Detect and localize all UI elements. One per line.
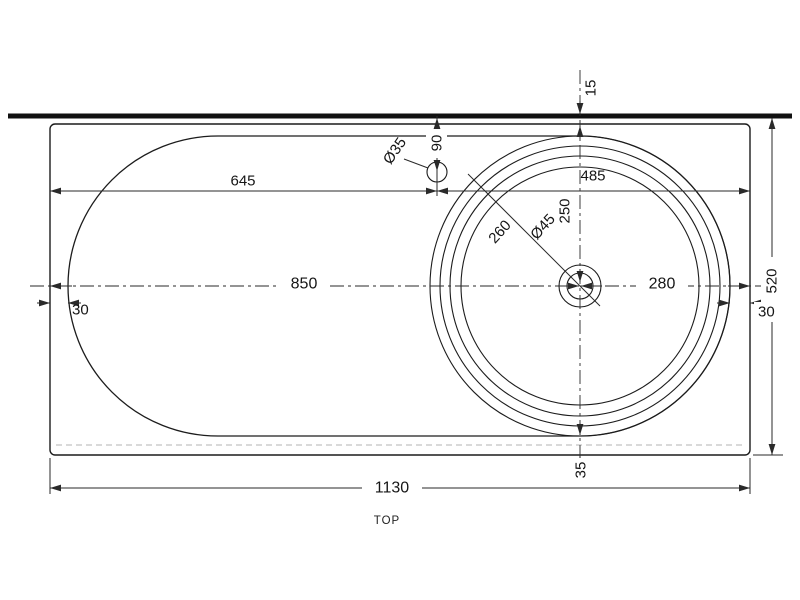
dim-label-485: 485 bbox=[580, 168, 605, 185]
dim-label-645: 645 bbox=[230, 173, 255, 190]
bg-280 bbox=[636, 273, 688, 295]
label-backgrounds bbox=[278, 129, 786, 498]
dim-label-280: 280 bbox=[649, 276, 676, 293]
dimension-lines bbox=[37, 101, 783, 494]
leader-faucet-dia bbox=[403, 158, 429, 169]
bg-1130 bbox=[362, 477, 422, 498]
bg-35 bbox=[571, 458, 591, 482]
bg-520 bbox=[761, 257, 783, 305]
dim-label-30-right: 30 bbox=[758, 304, 775, 321]
countertop-outline bbox=[49, 123, 751, 456]
dim-label-520: 520 bbox=[764, 268, 781, 293]
dim-label-250: 250 bbox=[557, 198, 574, 223]
dim-label-faucet-dia: Ø35 bbox=[380, 135, 410, 168]
leader-drain-dia bbox=[467, 173, 601, 307]
dim-label-35: 35 bbox=[573, 462, 590, 479]
dim-label-30-left: 30 bbox=[72, 302, 89, 319]
bg-30R bbox=[754, 302, 786, 322]
bg-90 bbox=[426, 129, 447, 158]
dim-label-850: 850 bbox=[291, 276, 318, 293]
dim-label-90: 90 bbox=[429, 135, 446, 152]
dim-label-1130: 1130 bbox=[375, 480, 410, 497]
view-label: TOP bbox=[374, 515, 400, 527]
dim-label-260: 260 bbox=[485, 217, 514, 247]
bg-850 bbox=[278, 273, 330, 295]
dim-label-15: 15 bbox=[583, 80, 600, 97]
